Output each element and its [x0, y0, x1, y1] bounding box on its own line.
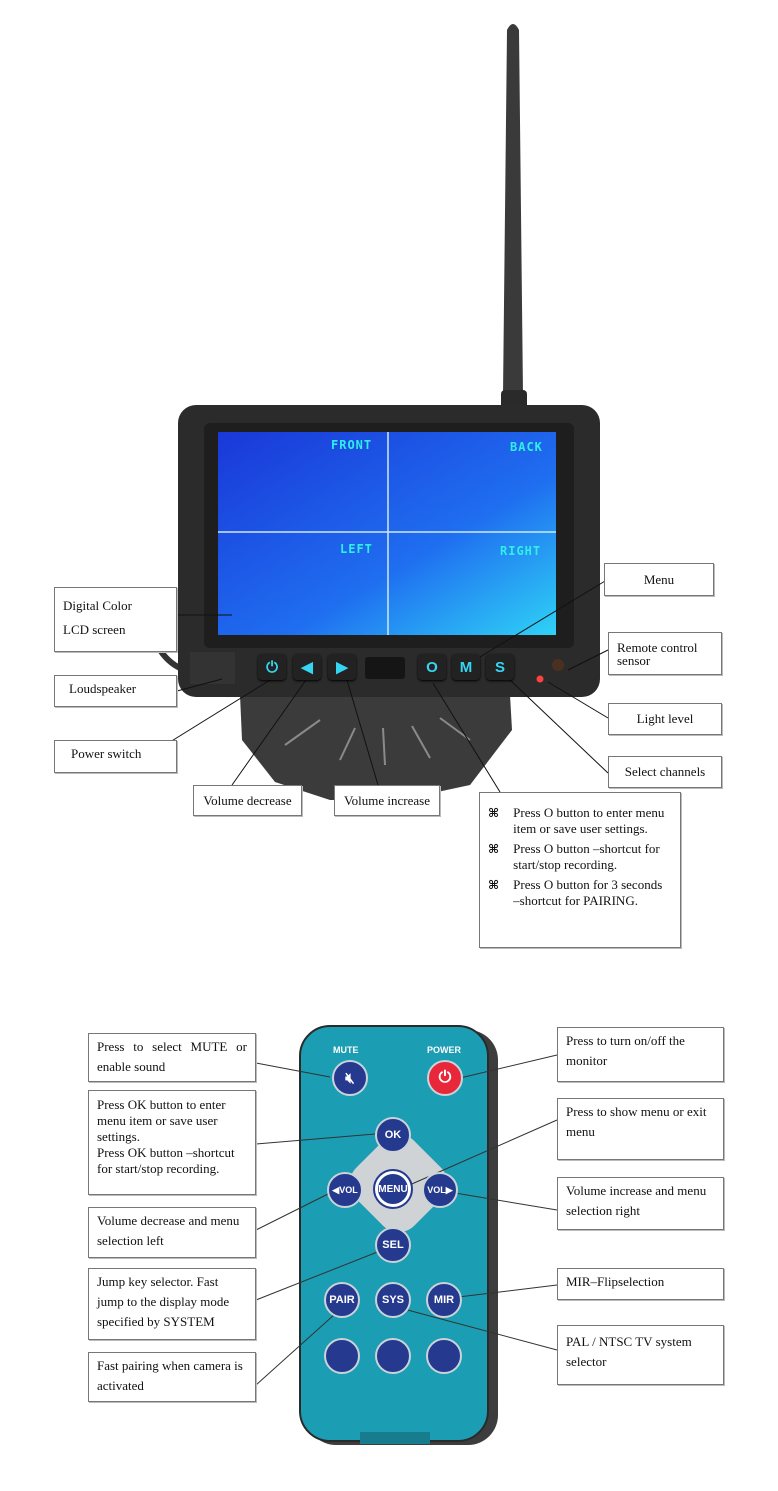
volume-increase-button[interactable]: ▶: [328, 654, 356, 680]
note-text: Press O button for 3 seconds –shortcut f…: [513, 877, 663, 908]
callout-ok: Press OK button to enter menu item or sa…: [88, 1090, 256, 1195]
mute-button[interactable]: 🔇︎: [332, 1060, 368, 1096]
callout-menu: Menu: [604, 563, 714, 596]
callout-loudspeaker: Loudspeaker: [54, 675, 177, 707]
callout-pair: Fast pairing when camera is activated: [88, 1352, 256, 1402]
monitor-stand: [240, 695, 512, 800]
callout-power: Press to turn on/off the monitor: [557, 1027, 724, 1082]
callout-ok-line1: Press OK button to enter menu item or sa…: [97, 1097, 226, 1144]
bullet-icon: ⌘: [488, 806, 500, 820]
remote-sensor: [552, 659, 564, 671]
bullet-icon: ⌘: [488, 842, 500, 856]
callout-select-channels: Select channels: [608, 756, 722, 788]
callout-o-button-notes: ⌘ Press O button to enter menu item or sa…: [479, 792, 681, 948]
power-icon: ⏻: [438, 1069, 452, 1086]
callout-volume-decrease: Volume decrease: [193, 785, 302, 816]
blank-button[interactable]: [375, 1338, 411, 1374]
callout-sel: Jump key selector. Fast jump to the disp…: [88, 1268, 256, 1340]
screen-label-right: RIGHT: [500, 544, 542, 558]
antenna: [501, 24, 527, 412]
blank-button[interactable]: [324, 1338, 360, 1374]
vol-right-button[interactable]: VOL▶: [422, 1172, 458, 1208]
power-button[interactable]: ⏻: [258, 654, 286, 680]
speaker-grille: [190, 652, 235, 684]
mute-icon: 🔇︎: [345, 1069, 355, 1087]
m-button[interactable]: M: [452, 654, 480, 680]
o-button[interactable]: O: [418, 654, 446, 680]
screen-label-back: BACK: [510, 440, 543, 454]
vol-left-button[interactable]: ◀VOL: [327, 1172, 363, 1208]
s-button[interactable]: S: [486, 654, 514, 680]
callout-lcd-screen: Digital Color LCD screen: [54, 587, 177, 652]
callout-remote-sensor: Remote control sensor: [608, 632, 722, 675]
callout-mute: Press to select MUTE or enable sound: [88, 1033, 256, 1082]
remote-power-button[interactable]: ⏻: [427, 1060, 463, 1096]
mir-button[interactable]: MIR: [426, 1282, 462, 1318]
callout-mir: MIR–Flipselection: [557, 1268, 724, 1300]
callout-ok-line2: Press OK button –shortcut for start/stop…: [97, 1145, 235, 1176]
screen-label-front: FRONT: [331, 438, 373, 452]
mute-label: MUTE: [333, 1045, 359, 1055]
bullet-icon: ⌘: [488, 878, 500, 892]
note-item: ⌘ Press O button for 3 seconds –shortcut …: [488, 877, 672, 909]
note-item: ⌘ Press O button to enter menu item or sa…: [488, 805, 672, 837]
note-item: ⌘ Press O button –shortcut for start/stop…: [488, 841, 672, 873]
note-text: Press O button to enter menu item or sav…: [513, 805, 665, 836]
callout-sys: PAL / NTSC TV system selector: [557, 1325, 724, 1385]
pair-button[interactable]: PAIR: [324, 1282, 360, 1318]
callout-vol-left: Volume decrease and menu selection left: [88, 1207, 256, 1258]
note-text: Press O button –shortcut for start/stop …: [513, 841, 660, 872]
sel-button[interactable]: SEL: [375, 1227, 411, 1263]
lcd-screen: [218, 432, 556, 635]
callout-light-level: Light level: [608, 703, 722, 735]
callout-power-switch: Power switch: [54, 740, 177, 773]
monitor: [178, 405, 600, 697]
monitor-leader-lines: [169, 577, 611, 793]
sys-button[interactable]: SYS: [375, 1282, 411, 1318]
volume-decrease-button[interactable]: ◀: [293, 654, 321, 680]
blank-button[interactable]: [426, 1338, 462, 1374]
screen-label-left: LEFT: [340, 542, 373, 556]
ok-button[interactable]: OK: [375, 1117, 411, 1153]
callout-lcd-line1: Digital Color: [63, 598, 132, 613]
callout-vol-right: Volume increase and menu selection right: [557, 1177, 724, 1230]
usb-slot: [365, 657, 405, 679]
callout-lcd-line2: LCD screen: [63, 622, 126, 637]
power-label: POWER: [427, 1045, 462, 1055]
menu-button[interactable]: MENU: [373, 1169, 413, 1209]
light-level-indicator: [536, 675, 544, 683]
callout-menu-remote: Press to show menu or exit menu: [557, 1098, 724, 1160]
callout-volume-increase: Volume increase: [334, 785, 440, 816]
